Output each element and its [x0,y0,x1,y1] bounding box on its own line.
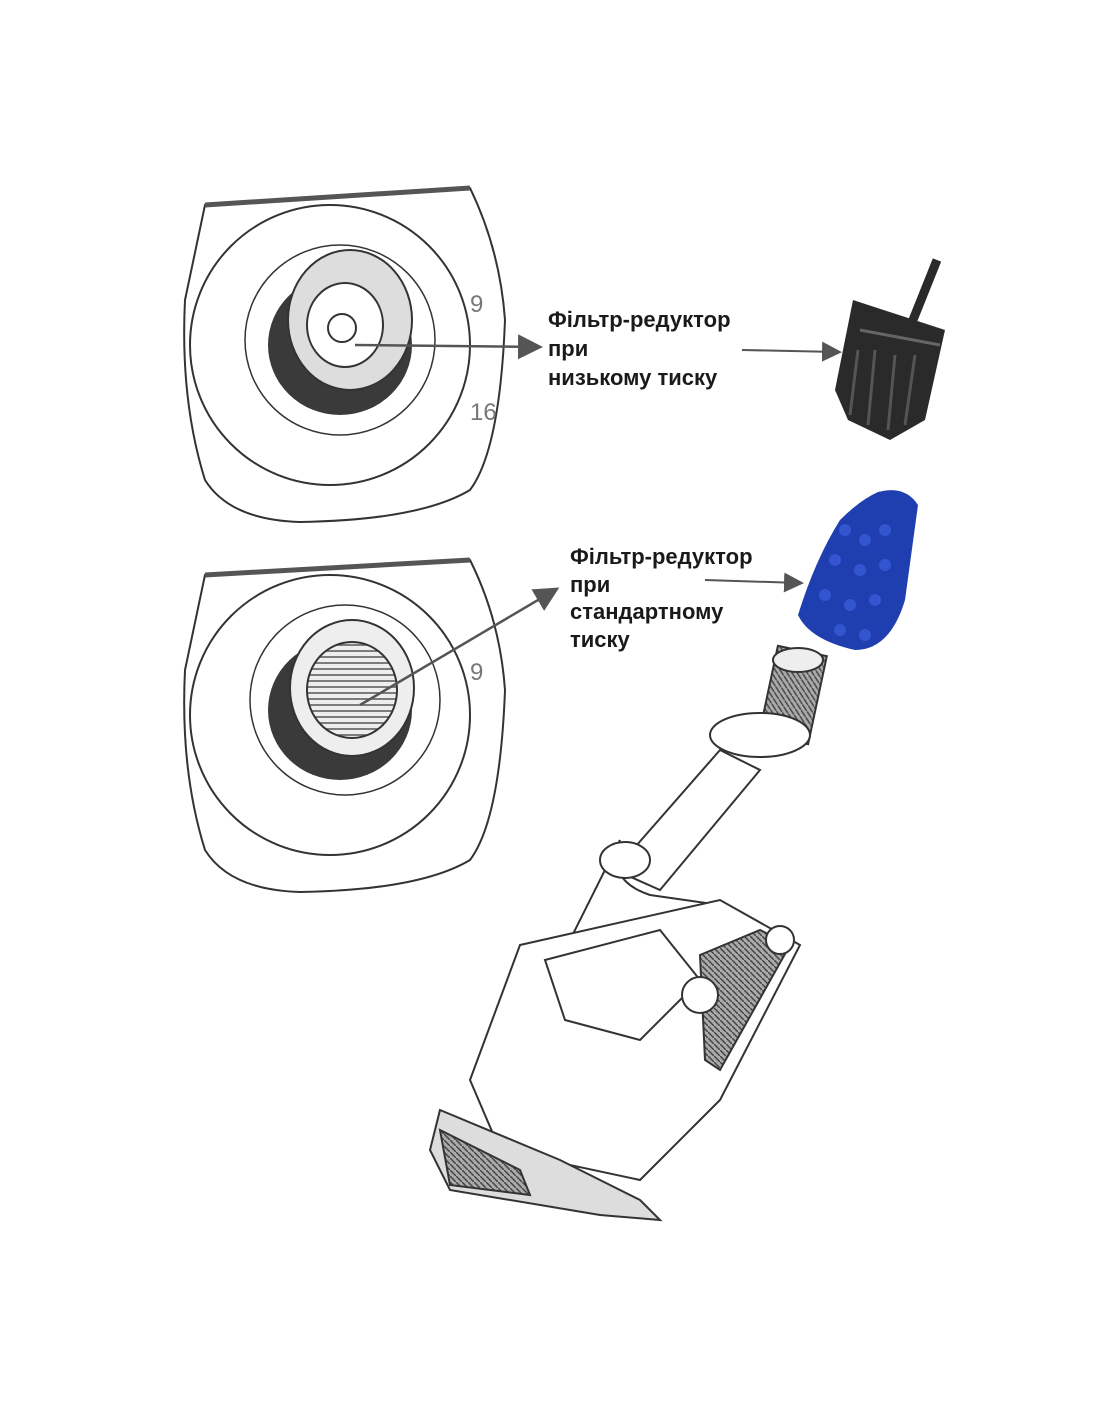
label-line: при [570,571,611,597]
standard-pressure-filter-label: Фільтр-редуктор при стандартному тиску [570,543,753,653]
svg-text:9: 9 [470,291,483,318]
standard-pressure-filter [704,490,918,650]
label-line: стандартному [570,599,724,624]
fill-valve-body [428,644,828,1222]
svg-text:9: 9 [470,659,483,686]
low-pressure-filter [741,258,945,440]
label-line: Фільтр-редуктор [548,307,731,332]
label-line: Фільтр-редуктор [570,544,753,569]
valve-view-low-pressure: 9 16 [183,185,543,524]
label-line: при [548,336,589,361]
label-line: тиску [570,626,630,652]
label-line: низькому тиску [548,365,718,390]
valve-view-standard-pressure: 9 [183,557,560,894]
low-pressure-filter-label: Фільтр-редуктор при низькому тиску [548,305,731,392]
svg-text:16: 16 [470,399,497,426]
